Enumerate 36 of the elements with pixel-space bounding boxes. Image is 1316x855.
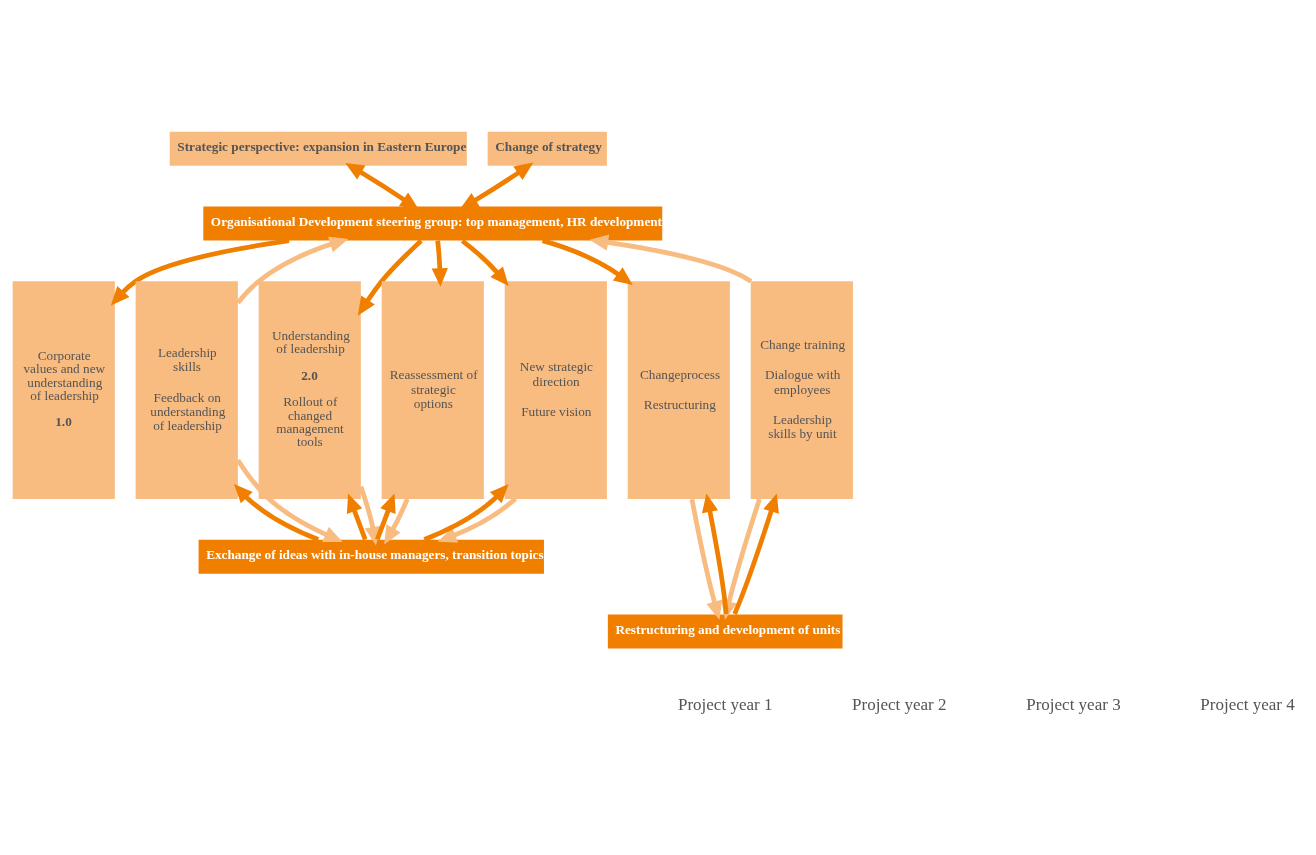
node-box: Strategic perspective: expansion in Eastern Europe: [169, 131, 467, 166]
node-box: Change of strategy: [487, 131, 607, 166]
arrow: [236, 236, 349, 305]
arrow: [375, 493, 396, 541]
label: Project year 4: [1200, 695, 1295, 715]
arrow: [431, 240, 448, 287]
arrow: [358, 485, 381, 546]
node-box: Exchange of ideas with in-house managers, transition topics: [198, 539, 544, 574]
node-box: Leadership skills Feedback on understanding of leadership: [135, 281, 238, 499]
arrow: [541, 238, 633, 286]
node-box: Change training Dialogue with employees Leadership skills by unit: [750, 281, 853, 499]
arrow: [702, 493, 729, 615]
arrow: [459, 162, 534, 210]
arrow: [689, 498, 723, 620]
node-box: New strategic direction Future vision: [504, 281, 607, 499]
arrow: [235, 458, 343, 542]
label: Project year 1: [677, 695, 773, 715]
arrow: [357, 239, 423, 316]
arrow: [423, 484, 509, 542]
label: Project year 3: [1026, 695, 1121, 715]
node-box: Restructuring and development of units: [607, 614, 843, 649]
node-box: Understanding of leadership 2.0 Rollout of changed management tools: [258, 281, 361, 499]
node-box: Reassessment of strategic options: [381, 281, 484, 499]
arrow: [460, 238, 509, 287]
arrow: [732, 493, 779, 615]
arrow: [384, 498, 410, 545]
arrow: [110, 238, 290, 306]
arrow: [437, 496, 518, 543]
arrow: [345, 162, 419, 210]
node-box: Corporate values and new understanding of leadership 1.0: [12, 281, 115, 499]
node-box: Organisational Development steering group: top management, HR development: [203, 206, 663, 241]
arrow: [233, 484, 320, 542]
label: Project year 2: [852, 695, 947, 715]
arrow: [346, 493, 368, 541]
arrow: [589, 234, 754, 284]
node-box: Changeprocess Restructuring: [627, 281, 730, 499]
